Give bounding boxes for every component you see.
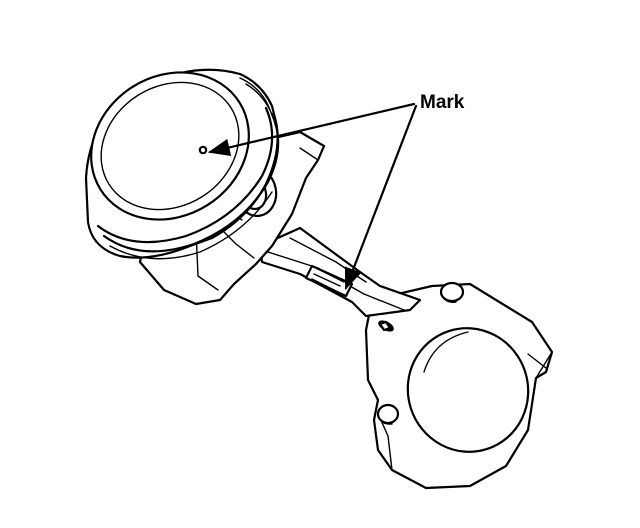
mark-callout: Mark <box>207 92 465 291</box>
piston-top-mark <box>198 145 208 155</box>
leader-line-rod <box>344 104 418 291</box>
rod-mark-recess <box>304 264 354 298</box>
mark-label: Mark <box>420 92 465 113</box>
bolt-head-upper <box>439 281 465 303</box>
leader-line-piston <box>207 102 416 157</box>
piston-crown <box>84 68 280 260</box>
oil-hole-icon <box>378 320 394 332</box>
bolt-head-lower <box>376 403 400 425</box>
rod-beam <box>258 226 422 318</box>
